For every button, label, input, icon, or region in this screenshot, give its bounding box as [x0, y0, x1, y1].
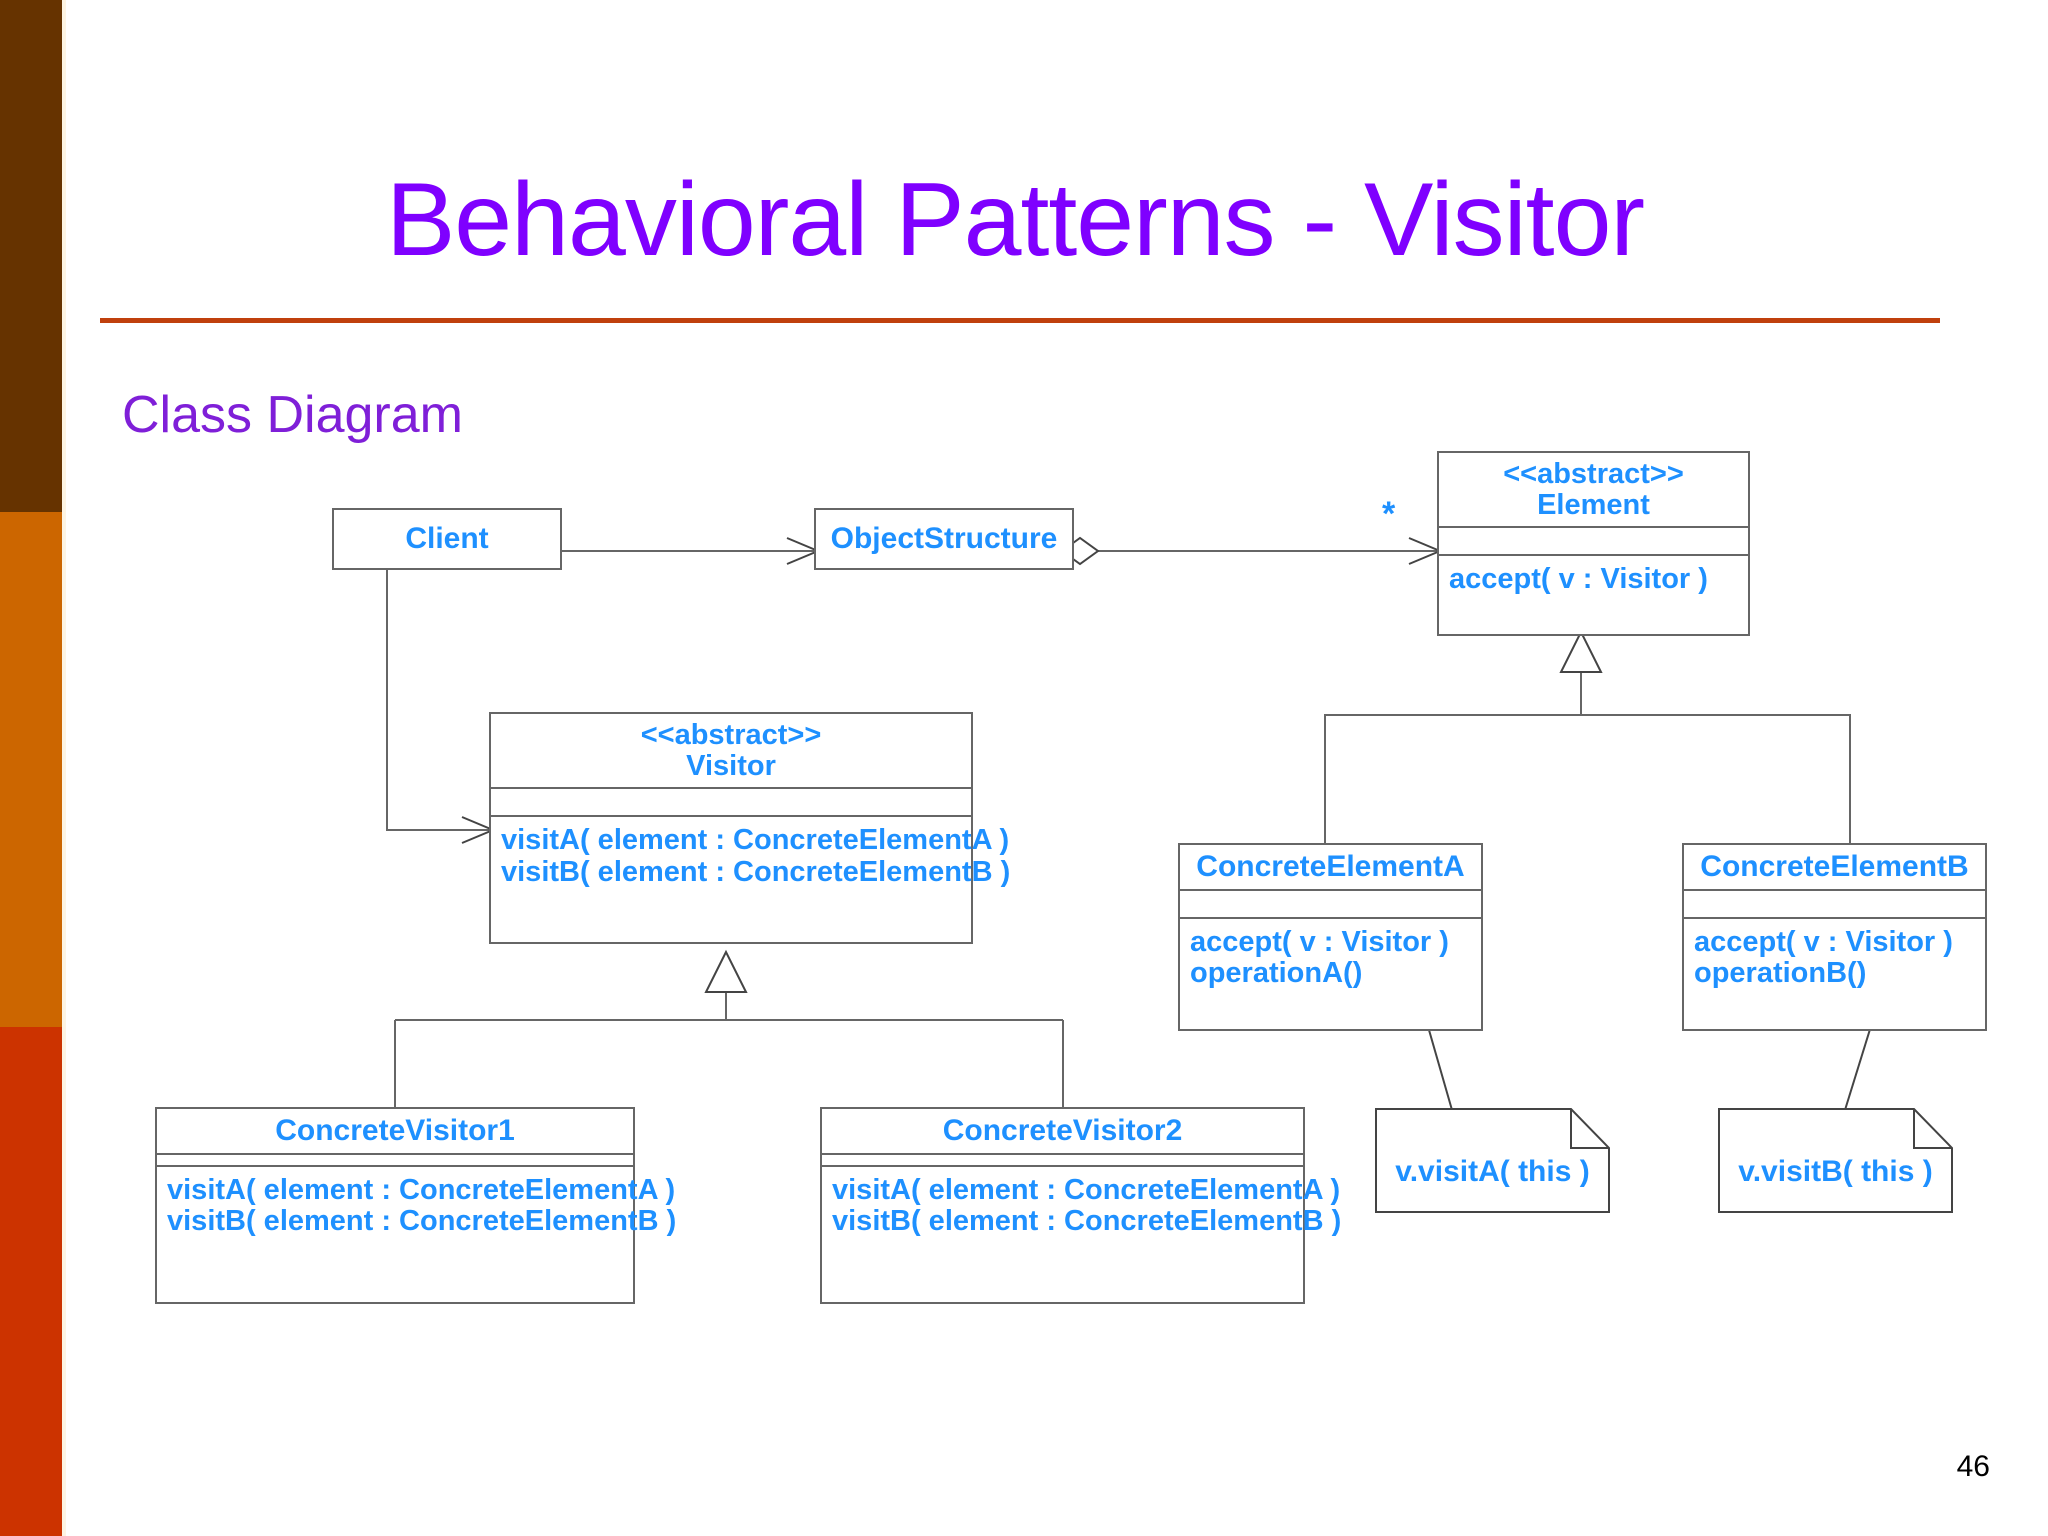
class-box-element[interactable]: <<abstract>> Element accept( v : Visitor… — [1437, 451, 1750, 636]
class-separator-concreteelementa-1 — [1180, 888, 1481, 891]
arrowhead-objectstructure-element — [1408, 537, 1443, 565]
class-attributes-visitor — [491, 789, 971, 815]
class-box-visitor[interactable]: <<abstract>> Visitor visitA( element : C… — [489, 712, 1011, 944]
class-box-concretevisitor2[interactable]: ConcreteVisitor2 visitA( element : Concr… — [820, 1107, 1342, 1304]
section-subtitle: Class Diagram — [122, 386, 463, 444]
class-name-concretevisitor2: ConcreteVisitor2 — [942, 1114, 1183, 1147]
sidebar-band-red — [0, 1027, 62, 1536]
class-box-concreteelementa[interactable]: ConcreteElementA accept( v : Visitor ) o… — [1178, 843, 1483, 1031]
sidebar-band-orange — [0, 512, 62, 1027]
class-separator-concretevisitor2-2 — [822, 1164, 1303, 1167]
note-visita[interactable]: v.visitA( this ) — [1375, 1108, 1610, 1213]
class-separator-concreteelementb-2 — [1684, 916, 1985, 919]
note-visitb[interactable]: v.visitB( this ) — [1718, 1108, 1953, 1213]
class-header-visitor: <<abstract>> Visitor — [491, 714, 971, 787]
generalization-triangle-visitor — [704, 949, 748, 993]
note-shape-visitb — [1718, 1108, 1953, 1213]
operation-item: visitA( element : ConcreteElementA ) — [501, 824, 1010, 857]
class-box-client[interactable]: Client — [332, 508, 562, 570]
operation-item: accept( v : Visitor ) — [1694, 925, 1953, 958]
page-number: 46 — [1956, 1450, 1990, 1483]
operation-item: visitA( element : ConcreteElementA ) — [167, 1173, 676, 1206]
class-separator-visitor-2 — [491, 815, 971, 818]
class-attributes-element — [1439, 528, 1748, 554]
operation-item: visitB( element : ConcreteElementB ) — [501, 855, 1011, 888]
class-name-concreteelementb: ConcreteElementB — [1700, 850, 1969, 883]
title-underline-rule — [100, 318, 1940, 323]
operation-item: accept( v : Visitor ) — [1449, 563, 1708, 596]
note-text-visitb: v.visitB( this ) — [1738, 1154, 1933, 1188]
operation-item: operationB() — [1694, 957, 1867, 990]
class-box-objectstructure[interactable]: ObjectStructure — [814, 508, 1074, 570]
class-operations-element: accept( v : Visitor ) — [1439, 556, 1748, 596]
class-stereotype-visitor: <<abstract>> — [640, 719, 822, 751]
class-attributes-concreteelementb — [1684, 891, 1985, 917]
class-separator-concreteelementb-1 — [1684, 888, 1985, 891]
class-name-client: Client — [405, 522, 489, 556]
class-separator-concretevisitor1-2 — [157, 1164, 633, 1167]
sidebar-band-brown — [0, 0, 62, 512]
class-separator-element-2 — [1439, 554, 1748, 557]
class-attributes-concreteelementa — [1180, 891, 1481, 917]
class-operations-concretevisitor2: visitA( element : ConcreteElementA ) vis… — [822, 1167, 1342, 1238]
class-operations-concreteelementa: accept( v : Visitor ) operationA() — [1180, 919, 1481, 990]
class-name-concreteelementa: ConcreteElementA — [1196, 850, 1465, 883]
generalization-triangle-element — [1559, 629, 1603, 673]
operation-item: visitB( element : ConcreteElementB ) — [832, 1205, 1342, 1238]
class-name-element: Element — [1537, 488, 1650, 521]
class-attributes-concretevisitor1 — [157, 1155, 633, 1165]
class-separator-concretevisitor1-1 — [157, 1152, 633, 1155]
class-separator-concretevisitor2-1 — [822, 1152, 1303, 1155]
note-shape-visita — [1375, 1108, 1610, 1213]
sidebar-band-edge — [62, 0, 66, 1536]
class-name-visitor: Visitor — [686, 749, 776, 782]
class-operations-visitor: visitA( element : ConcreteElementA ) vis… — [491, 817, 1011, 888]
operation-item: accept( v : Visitor ) — [1190, 925, 1449, 958]
multiplicity-star-element: * — [1382, 495, 1396, 533]
class-operations-concretevisitor1: visitA( element : ConcreteElementA ) vis… — [157, 1167, 677, 1238]
class-name-objectstructure: ObjectStructure — [830, 522, 1058, 556]
operation-item: visitB( element : ConcreteElementB ) — [167, 1205, 677, 1238]
class-separator-concreteelementa-2 — [1180, 916, 1481, 919]
class-box-concreteelementb[interactable]: ConcreteElementB accept( v : Visitor ) o… — [1682, 843, 1987, 1031]
edge-client-visitor — [386, 566, 490, 831]
note-text-visita: v.visitA( this ) — [1395, 1154, 1590, 1188]
edge-gen-element-branch — [1324, 714, 1851, 740]
operation-item: visitA( element : ConcreteElementA ) — [832, 1173, 1341, 1206]
operation-item: operationA() — [1190, 957, 1363, 990]
page-title: Behavioral Patterns - Visitor — [385, 162, 1645, 278]
class-header-element: <<abstract>> Element — [1439, 453, 1748, 526]
class-name-concretevisitor1: ConcreteVisitor1 — [275, 1114, 515, 1147]
class-box-concretevisitor1[interactable]: ConcreteVisitor1 visitA( element : Concr… — [155, 1107, 677, 1304]
class-operations-concreteelementb: accept( v : Visitor ) operationB() — [1684, 919, 1985, 990]
class-separator-element-1 — [1439, 526, 1748, 529]
class-attributes-concretevisitor2 — [822, 1155, 1303, 1165]
class-separator-visitor-1 — [491, 787, 971, 790]
class-stereotype-element: <<abstract>> — [1503, 458, 1684, 490]
